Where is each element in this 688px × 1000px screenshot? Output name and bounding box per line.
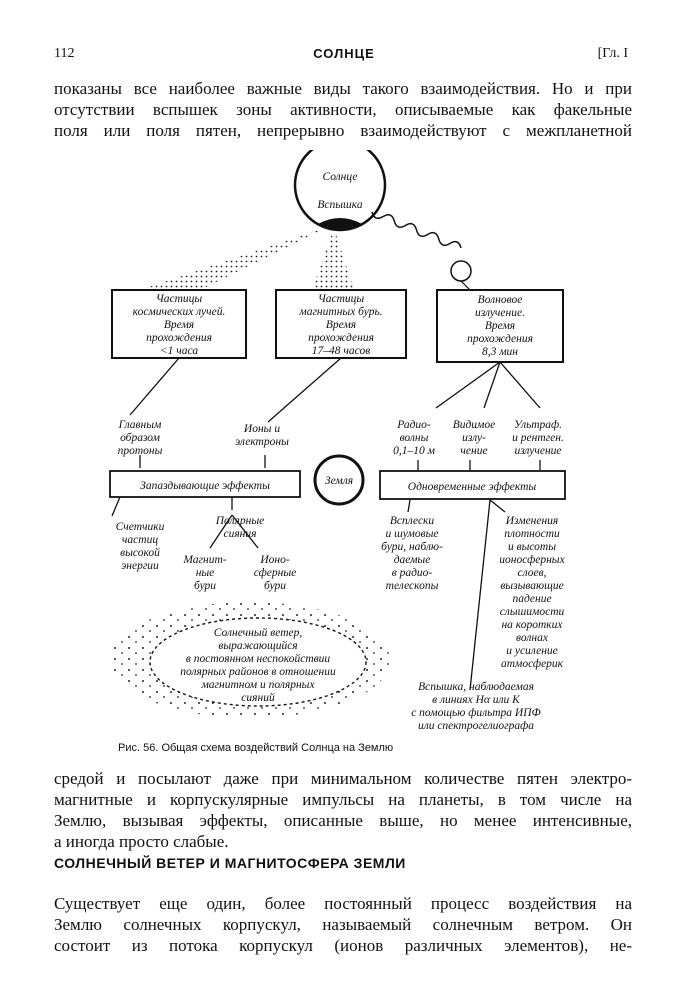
changes-line: ионосферных [499,554,565,566]
changes-line: атмосферик [501,658,564,670]
simultaneous-effects-label: Одновременные эффекты [408,481,537,493]
beam-magnetic-storms [312,228,354,290]
running-title: СОЛНЦЕ [0,46,688,61]
uv-line: Ультраф. [514,419,562,431]
protons-line: образом [120,432,161,444]
box1-line: космических лучей. [133,305,226,318]
wind-line: магнитном и полярных [200,679,315,691]
paragraph-1: показаны все наиболее важные виды такого… [54,78,632,141]
paragraph-2: средой и посылают даже при минимальном к… [54,768,632,852]
bursts-line: даемые [394,554,431,566]
wind-line: выражающийся [218,639,297,652]
magnetic-line: ные [196,567,215,579]
text-line: Землю солнечных корпускул, называемый со… [54,914,632,935]
text-line: поля или поля пятен, непрерывно взаимоде… [54,120,632,141]
text-line: отсутствии вспышек зоны активности, опис… [54,99,632,120]
changes-line: волнах [516,632,549,644]
sun: Солнце Вспышка [295,150,385,230]
bursts-line: телескопы [386,580,439,592]
box1-line: <1 часа [160,345,198,357]
text-line: магнитные и корпускулярные импульсы на п… [54,789,632,810]
box2-line: Время [326,319,356,331]
changes-line: слышимости [500,606,565,618]
text-line: а иногда просто слабые. [54,831,632,852]
uv-line: излучение [514,445,561,457]
ionospheric-line: бури [264,580,286,592]
visible-line: чение [460,445,487,457]
sun-earth-diagram: Солнце Вспышка Частицы космических лучей… [0,150,688,740]
figure-caption: Рис. 56. Общая схема воздействий Солнца … [118,742,393,754]
flare-obs-line: Вспышка, наблюдаемая [418,681,534,693]
box3-line: Время [485,320,515,332]
changes-line: плотности [504,528,560,540]
changes-line: на коротких [501,619,563,631]
box2-line: прохождения [308,332,374,344]
sun-label: Солнце [322,171,357,183]
box3-line: Волновое [478,294,523,306]
text-line: Существует еще один, более постоянный пр… [54,893,632,914]
radio-line: волны [400,432,429,444]
radio-line: 0,1–10 м [393,445,436,457]
changes-line: и высоты [508,541,556,553]
flare-label: Вспышка [317,199,362,211]
section-heading: СОЛНЕЧНЫЙ ВЕТЕР И МАГНИТОСФЕРА ЗЕМЛИ [54,855,406,871]
ionospheric-line: сферные [254,567,296,579]
wind-line: Солнечный ветер, [214,626,303,639]
ions-line: Ионы и [243,423,280,435]
changes-line: вызывающие [500,580,563,592]
box2-line: 17–48 часов [312,345,370,357]
box1-line: Время [164,319,194,331]
magnetic-line: Магнит- [182,554,226,566]
text-line: состоит из потока корпускул (ионов разли… [54,935,632,956]
paragraph-3: Существует еще один, более постоянный пр… [54,893,632,956]
magnetic-line: бури [194,580,216,592]
box1-line: прохождения [146,332,212,344]
box3-line: излучение. [475,307,525,319]
flare-obs-line: или спектрогелиографа [418,720,534,732]
visible-line: излу- [462,432,486,444]
wind-line: сияний [241,691,275,704]
ions-line: электроны [235,436,289,448]
visible-line: Видимое [453,419,496,431]
bursts-line: бури, наблю- [381,541,443,553]
changes-line: падение [512,593,551,605]
counters-line: частиц [122,534,158,546]
changes-line: и усиление [506,645,558,657]
text-line: средой и посылают даже при минимальном к… [54,768,632,789]
protons-line: протоны [118,445,163,457]
bursts-line: в радио- [392,567,433,579]
bursts-line: и шумовые [385,528,438,540]
box2-line: магнитных бурь. [298,306,382,318]
ionospheric-line: Ионо- [259,554,290,566]
delayed-effects-label: Запаздывающие эффекты [140,480,270,492]
text-line: Землю, вызывая эффекты, описанные выше, … [54,810,632,831]
bursts-line: Всплески [390,515,435,527]
radio-line: Радио- [396,419,431,431]
chapter-marker: [Гл. I [598,46,628,62]
aurora-line: сияния [223,528,256,540]
flare-obs-line: с помощью фильтра ИПФ [411,707,541,719]
earth-label: Земля [325,475,353,487]
flare-obs-line: в линиях Hα или K [432,694,521,706]
box3-line: прохождения [467,333,533,345]
counters-line: Счетчики [116,521,165,533]
aurora-line: Полярные [215,515,264,527]
wind-line: в постоянном неспокойствии [186,652,331,665]
changes-line: Изменения [505,515,559,527]
box2-line: Частицы [318,293,365,305]
wave-line [371,208,463,251]
wind-line: полярных районов в отношении [180,665,336,678]
small-circle [451,261,471,281]
box3-line: 8,3 мин [482,346,518,358]
counters-line: энергии [121,560,159,572]
counters-line: высокой [120,546,160,559]
protons-line: Главным [118,419,162,431]
changes-line: слоев, [518,567,547,579]
box1-line: Частицы [156,293,203,305]
beam-cosmic-rays [140,226,330,290]
text-line: показаны все наиболее важные виды такого… [54,78,632,99]
uv-line: и рентген. [512,432,564,444]
